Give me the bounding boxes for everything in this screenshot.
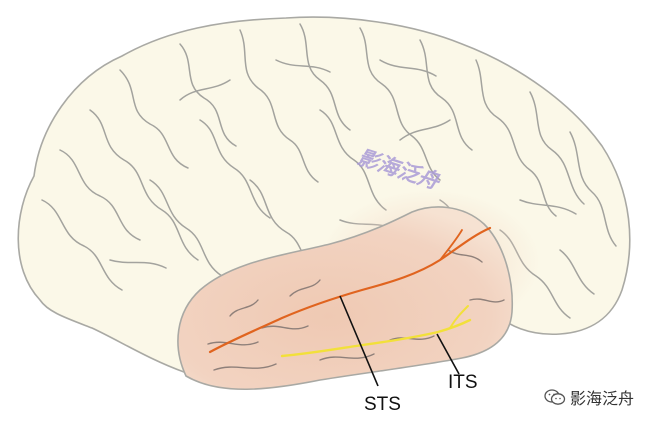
- sts-sulcus-line: [208, 226, 492, 354]
- its-sulcus-line: [280, 318, 472, 358]
- its-label: ITS: [448, 372, 478, 393]
- temporal-lobe: [177, 206, 514, 391]
- sts-branch-line: [439, 229, 463, 261]
- its-branch-line: [449, 305, 469, 329]
- wechat-icon: [544, 389, 566, 405]
- corner-watermark: 影海泛舟: [544, 385, 634, 409]
- sts-label: STS: [364, 394, 401, 415]
- sts-pointer: [339, 295, 379, 387]
- corner-watermark-text: 影海泛舟: [569, 389, 634, 408]
- its-pointer: [436, 333, 460, 375]
